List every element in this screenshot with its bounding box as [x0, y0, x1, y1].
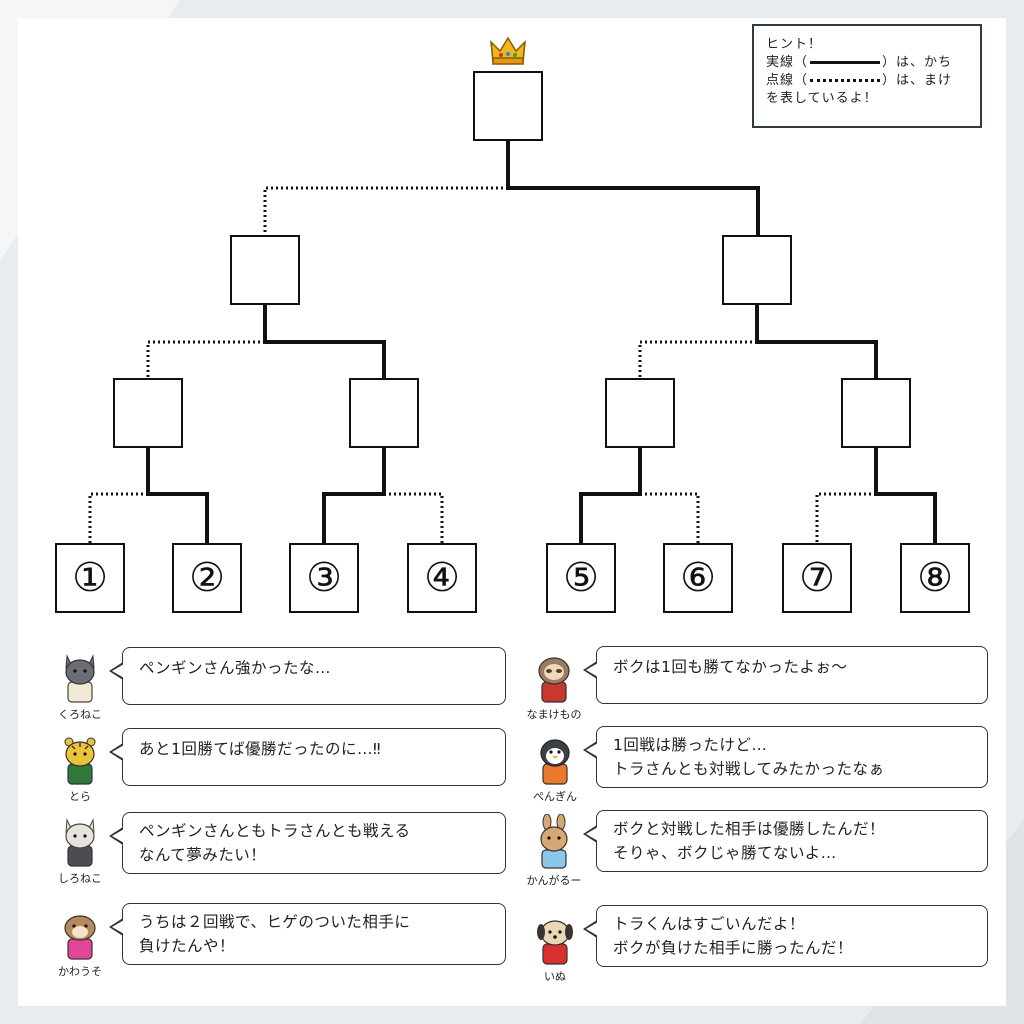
black-cat-icon	[65, 654, 95, 703]
hint-dotted-row: 点線（ ）は、まけ	[766, 72, 980, 90]
bubble-text-line1: ボクと対戦した相手は優勝したんだ！	[613, 820, 886, 838]
qf4-loss-line	[815, 492, 876, 544]
entry-box-3[interactable]: ③	[289, 543, 359, 613]
avatar-sloth: なまけもの	[514, 648, 594, 724]
semi-left-loss-line	[146, 340, 265, 380]
bubble-text-line2: ボクが負けた相手に勝ったんだ！	[613, 939, 854, 957]
penguin-icon	[540, 739, 570, 785]
hint-footer: を表しているよ！	[766, 91, 878, 106]
hint-dotted-prefix: 点線（	[766, 73, 809, 88]
crown-icon	[490, 36, 526, 65]
semifinal-box-right[interactable]	[722, 235, 792, 305]
semifinal-box-left[interactable]	[230, 235, 300, 305]
speech-bubble-dog: トラくんはすごいんだよ！ ボクが負けた相手に勝ったんだ！	[583, 905, 988, 967]
speech-bubble-sloth: ボクは1回も勝てなかったよぉ～	[583, 646, 988, 704]
avatar-black-cat: くろねこ	[50, 648, 110, 724]
qf2-loss-line	[384, 492, 444, 544]
hint-solid-row: 実線（ ）は、かち	[766, 54, 980, 72]
qf4-line	[874, 444, 937, 546]
entry-box-7[interactable]: ⑦	[782, 543, 852, 613]
animal-name: かわうそ	[58, 965, 102, 978]
otter-icon	[64, 915, 96, 960]
quarterfinal-box-4[interactable]	[841, 378, 911, 448]
speech-bubble-tiger: あと1回勝てば優勝だったのに…‼	[109, 728, 506, 786]
qf1-loss-line	[88, 492, 148, 544]
bubble-text-line2: 負けたんや！	[139, 937, 236, 955]
entry-box-8[interactable]: ⑧	[900, 543, 970, 613]
speech-bubble-otter: うちは２回戦で、ヒゲのついた相手に 負けたんや！	[109, 903, 506, 965]
qf2-line	[322, 444, 386, 546]
bubble-text-line1: うちは２回戦で、ヒゲのついた相手に	[139, 913, 411, 931]
bubble-text-line2: トラさんとも対戦してみたかったなぁ	[613, 760, 885, 778]
semi-right-loss-line	[638, 340, 757, 380]
bubble-text-line1: トラくんはすごいんだよ！	[613, 915, 806, 933]
hint-solid-suffix: ）は、かち	[882, 55, 953, 70]
animal-name: いぬ	[544, 970, 566, 983]
qf3-line	[579, 444, 642, 546]
entry-box-6[interactable]: ⑥	[663, 543, 733, 613]
qf3-loss-line	[640, 492, 700, 544]
animal-name: くろねこ	[58, 708, 102, 721]
sloth-icon	[538, 657, 570, 703]
bubble-text-line1: 1回戦は勝ったけど…	[613, 736, 768, 754]
tiger-icon	[64, 737, 96, 785]
semi-right-stem	[755, 302, 878, 382]
avatar-kangaroo: かんがるー	[514, 814, 594, 890]
entry-box-2[interactable]: ②	[172, 543, 242, 613]
speech-bubble-penguin: 1回戦は勝ったけど… トラさんとも対戦してみたかったなぁ	[583, 726, 988, 788]
hint-box: ヒント！ 実線（ ）は、かち 点線（ ）は、まけ を表しているよ！	[752, 24, 982, 128]
animal-name: なまけもの	[526, 708, 582, 721]
avatar-white-cat: しろねこ	[50, 812, 110, 888]
speech-bubble-black-cat: ペンギンさん強かったな…	[109, 647, 506, 705]
entry-box-4[interactable]: ④	[407, 543, 477, 613]
animal-name: ぺんぎん	[533, 790, 577, 803]
bubble-text: ペンギンさん強かったな…	[139, 659, 332, 677]
speech-bubble-kangaroo: ボクと対戦した相手は優勝したんだ！ そりゃ、ボクじゃ勝てないよ…	[583, 810, 988, 872]
kangaroo-icon	[540, 814, 568, 869]
avatar-penguin: ぺんぎん	[520, 730, 590, 806]
bubble-text: あと1回勝てば優勝だったのに…‼	[139, 740, 382, 758]
bubble-text-line1: ペンギンさんともトラさんとも戦える	[139, 822, 411, 840]
bubble-text-line2: なんて夢みたい！	[139, 846, 267, 864]
dog-icon	[537, 920, 573, 965]
bubble-text: ボクは1回も勝てなかったよぉ～	[613, 658, 848, 676]
final-winner-box[interactable]	[473, 71, 543, 141]
avatar-dog: いぬ	[520, 910, 590, 986]
quarterfinal-box-1[interactable]	[113, 378, 183, 448]
entry-box-1[interactable]: ①	[55, 543, 125, 613]
animal-name: かんがるー	[526, 874, 582, 887]
final-loss-line	[263, 186, 508, 236]
semi-left-stem	[263, 302, 386, 382]
avatar-tiger: とら	[50, 730, 110, 806]
white-cat-icon	[65, 818, 95, 867]
qf1-line	[146, 444, 209, 546]
hint-title: ヒント！	[766, 37, 823, 52]
animal-name: とら	[69, 790, 91, 803]
solid-line-sample	[810, 61, 881, 64]
tournament-bracket-lines	[88, 138, 937, 546]
final-win-line	[506, 186, 760, 238]
avatar-otter: かわうそ	[50, 905, 110, 981]
bubble-text-line2: そりゃ、ボクじゃ勝てないよ…	[613, 844, 837, 862]
hint-dotted-suffix: ）は、まけ	[882, 73, 953, 88]
animal-name: しろねこ	[58, 872, 102, 885]
hint-solid-prefix: 実線（	[766, 55, 809, 70]
quarterfinal-box-3[interactable]	[605, 378, 675, 448]
quarterfinal-box-2[interactable]	[349, 378, 419, 448]
dotted-line-sample	[810, 79, 881, 82]
entry-box-5[interactable]: ⑤	[546, 543, 616, 613]
speech-bubble-white-cat: ペンギンさんともトラさんとも戦える なんて夢みたい！	[109, 812, 506, 874]
